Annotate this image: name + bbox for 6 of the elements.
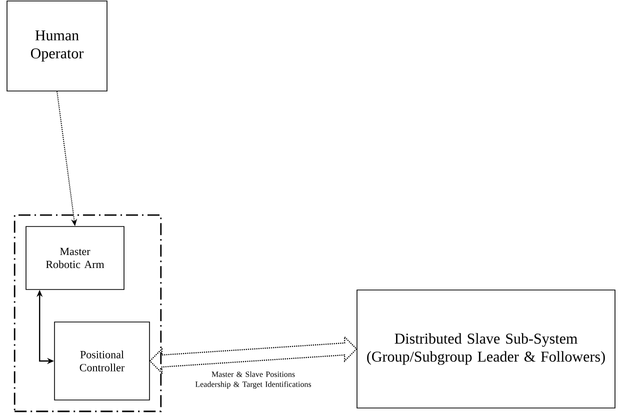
group-frame (14, 214, 162, 412)
edge-label: Master & Slave Positions Leadership & Target Identifications (195, 371, 312, 389)
process-box: Positional Controller (54, 322, 150, 400)
process-box: Master Robotic Arm (26, 226, 124, 290)
process-box: Human Operator (6, 0, 108, 92)
process-box: Distributed Slave Sub-System (Group/Subgroup Leader & Followers) (356, 290, 616, 408)
